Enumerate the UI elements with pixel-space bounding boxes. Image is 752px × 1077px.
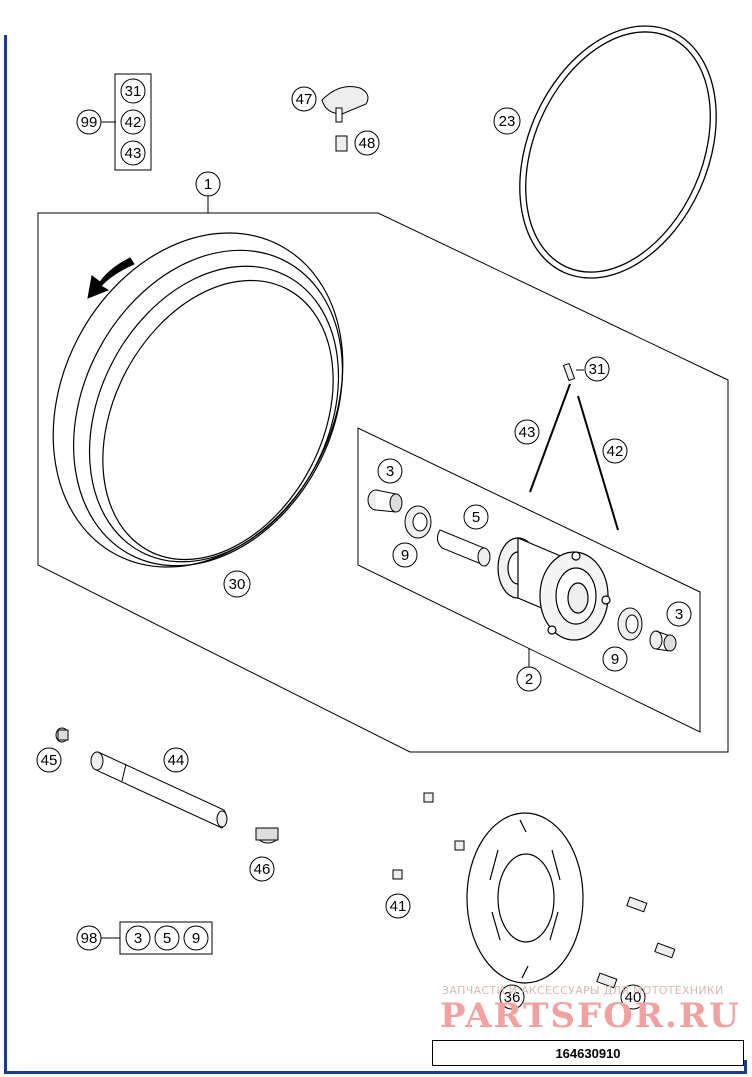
callout-5-kit: 5 xyxy=(154,925,180,951)
callout-31-kit: 31 xyxy=(120,78,146,104)
callout-5-label: 5 xyxy=(472,509,480,526)
callout-99-label: 99 xyxy=(81,114,98,131)
callout-43-label: 43 xyxy=(519,424,536,441)
disc-screw-3-part xyxy=(596,972,618,989)
callout-46: 46 xyxy=(249,856,275,882)
callout-30-label: 30 xyxy=(229,576,246,593)
callout-3-right: 3 xyxy=(666,601,692,627)
callout-31-label: 31 xyxy=(589,361,606,378)
watermark-logo: PARTSFOR.RU xyxy=(440,996,741,1036)
callout-47-label: 47 xyxy=(296,91,313,108)
bearing-right-part xyxy=(617,607,643,641)
callout-45: 45 xyxy=(36,747,62,773)
callout-40: 40 xyxy=(620,984,646,1010)
document-number: 164630910 xyxy=(432,1040,744,1066)
spoke-nipple-part xyxy=(562,362,576,382)
callout-42-label: 42 xyxy=(607,443,624,460)
callout-3-left-label: 3 xyxy=(386,463,394,480)
callout-43: 43 xyxy=(514,419,540,445)
frame-bottom-border xyxy=(4,1071,746,1074)
callout-23: 23 xyxy=(493,107,521,135)
callout-9-right: 9 xyxy=(602,646,628,672)
callout-31: 31 xyxy=(584,356,610,382)
callout-2-label: 2 xyxy=(525,671,533,688)
callout-23-label: 23 xyxy=(499,113,516,130)
callout-42-kit: 42 xyxy=(120,109,146,135)
callout-9-right-label: 9 xyxy=(611,651,619,668)
callout-9-kit-label: 9 xyxy=(192,930,200,947)
callout-43-kit-label: 43 xyxy=(125,145,142,162)
kit-99-box xyxy=(114,73,152,171)
rim-tape-part xyxy=(519,25,717,279)
callout-5: 5 xyxy=(463,504,489,530)
brake-disc-part xyxy=(466,812,584,984)
valve-nut-part xyxy=(335,135,348,152)
disc-nut-2-part xyxy=(454,840,465,851)
callout-48-label: 48 xyxy=(359,135,376,152)
axle-nut-part xyxy=(55,727,69,743)
spoke-43-part xyxy=(529,383,571,493)
hub-group-outline xyxy=(357,427,701,733)
disc-nut-3-part xyxy=(392,869,403,880)
callout-47: 47 xyxy=(291,86,317,112)
callout-48: 48 xyxy=(354,130,380,156)
callout-36: 36 xyxy=(499,984,525,1010)
watermark-subtitle: ЗАПЧАСТИ И АКСЕССУАРЫ ДЛЯ МОТОТЕХНИКИ xyxy=(442,984,724,997)
disc-screw-1-part xyxy=(626,896,648,913)
disc-screw-2-part xyxy=(654,942,676,959)
callout-44: 44 xyxy=(163,747,189,773)
callout-43-kit: 43 xyxy=(120,140,146,166)
axle-screw-part xyxy=(255,827,279,844)
callout-3-kit: 3 xyxy=(125,925,151,951)
rim-group-outline xyxy=(37,212,729,753)
callout-44-label: 44 xyxy=(168,752,185,769)
callout-99: 99 xyxy=(76,109,102,135)
callout-31-kit-label: 31 xyxy=(125,83,142,100)
callout-2: 2 xyxy=(516,666,542,692)
callout-45-label: 45 xyxy=(41,752,58,769)
callout-41: 41 xyxy=(385,893,411,919)
hub-part xyxy=(497,537,611,641)
valve-cap-part xyxy=(321,86,369,123)
callout-5-kit-label: 5 xyxy=(163,930,171,947)
callout-3-kit-label: 3 xyxy=(134,930,142,947)
callout-9-kit: 9 xyxy=(183,925,209,951)
callout-40-label: 40 xyxy=(625,989,642,1006)
bearing-left-part xyxy=(404,505,432,539)
spacer-right-part xyxy=(649,630,677,652)
callout-42: 42 xyxy=(602,438,628,464)
callout-46-label: 46 xyxy=(254,861,271,878)
spoke-42-part xyxy=(577,395,619,531)
callout-42-kit-label: 42 xyxy=(125,114,142,131)
callout-9-left-label: 9 xyxy=(401,547,409,564)
callout-3-right-label: 3 xyxy=(675,606,683,623)
rotation-arrow xyxy=(87,257,135,299)
callout-3-left: 3 xyxy=(377,458,403,484)
disc-nut-1-part xyxy=(423,792,434,803)
frame-right-border xyxy=(744,1060,747,1074)
distance-tube-part xyxy=(436,529,491,567)
axle-part xyxy=(90,751,228,829)
callout-98: 98 xyxy=(76,925,102,951)
callout-9-left: 9 xyxy=(392,542,418,568)
callout-1-label: 1 xyxy=(204,176,212,193)
frame-left-border xyxy=(4,35,7,1071)
spacer-left-part xyxy=(367,489,403,513)
callout-36-label: 36 xyxy=(504,989,521,1006)
callout-1: 1 xyxy=(195,171,221,197)
callout-30: 30 xyxy=(223,570,251,598)
callout-98-label: 98 xyxy=(81,930,98,947)
callout-41-label: 41 xyxy=(390,898,407,915)
rim-part xyxy=(52,232,344,568)
